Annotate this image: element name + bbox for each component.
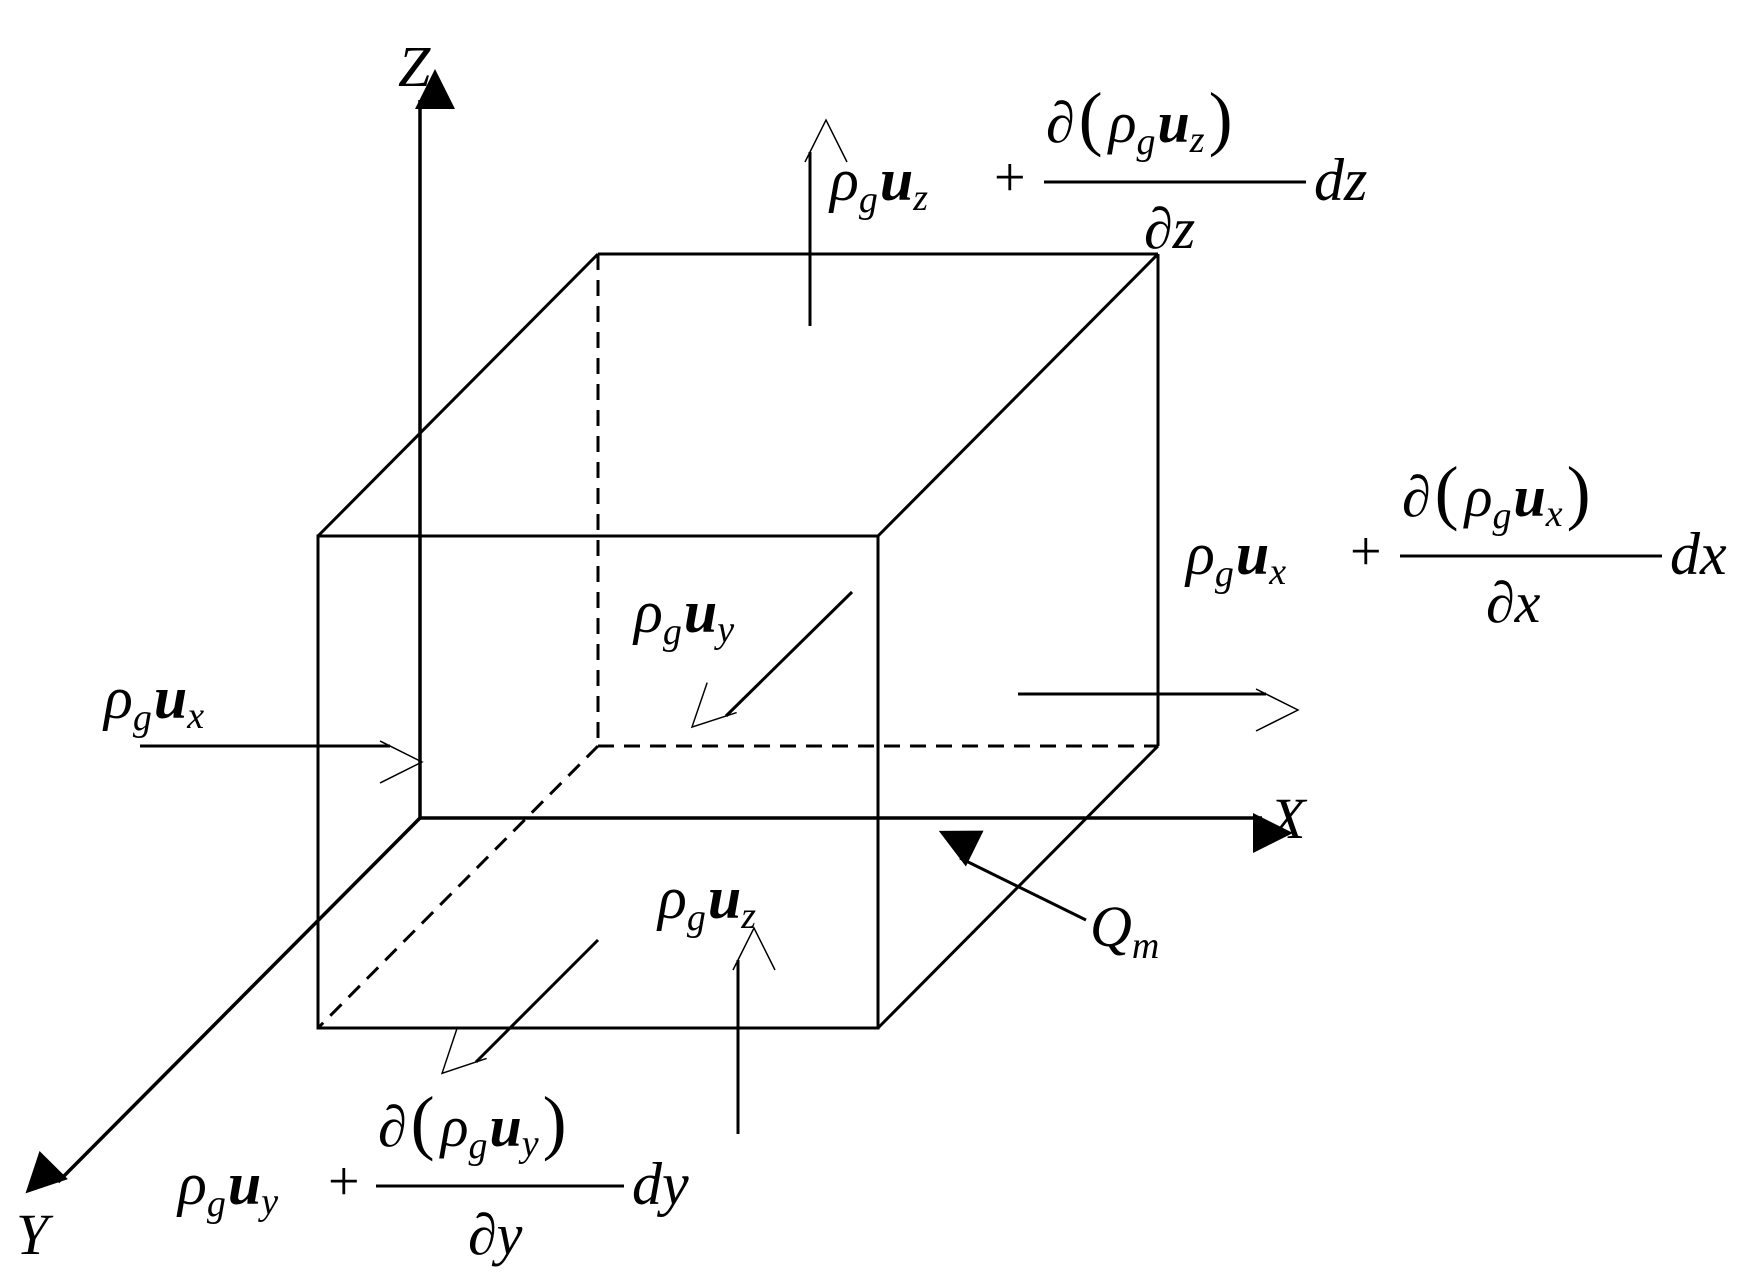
subscript-x: x xyxy=(1268,551,1286,593)
u-symbol: u xyxy=(1158,90,1190,155)
outflow-y-arrow xyxy=(440,938,600,1075)
coordinate-axes: Z X Y xyxy=(16,34,1308,1267)
differential: dy xyxy=(632,1151,689,1217)
subscript-y: y xyxy=(257,1181,278,1223)
q-symbol: Q xyxy=(1090,894,1132,959)
open-paren: ( xyxy=(1079,78,1103,158)
svg-text:ρgux: ρgux xyxy=(1184,521,1286,595)
subscript-g: g xyxy=(469,1125,488,1167)
plus-sign: + xyxy=(328,1151,360,1213)
subscript-g: g xyxy=(687,897,706,939)
subscript-x: x xyxy=(186,695,204,737)
subscript-z: z xyxy=(740,895,756,937)
y-axis-label: Y xyxy=(16,1202,54,1267)
subscript-y: y xyxy=(518,1123,539,1165)
flux-arrows xyxy=(140,118,1300,1134)
subscript-z: z xyxy=(1189,119,1205,161)
rho-symbol: ρ xyxy=(1463,464,1493,529)
u-symbol: u xyxy=(228,1151,261,1217)
u-symbol: u xyxy=(684,579,717,645)
subscript-z: z xyxy=(912,177,928,219)
svg-text:ρguy: ρguy xyxy=(176,1151,278,1225)
subscript-g: g xyxy=(859,179,878,221)
differential: dx xyxy=(1670,521,1727,587)
open-paren: ( xyxy=(411,1082,435,1162)
rho-symbol: ρ xyxy=(102,665,133,731)
rho-symbol: ρ xyxy=(828,147,859,213)
rho-symbol: ρ xyxy=(1107,90,1137,155)
svg-text:ρguz: ρguz xyxy=(656,865,756,939)
subscript-g: g xyxy=(1137,121,1156,163)
expression-outflow-y: ρguy + ∂(ρguy) ∂y dy xyxy=(176,1082,689,1267)
rho-symbol: ρ xyxy=(176,1151,207,1217)
subscript-y: y xyxy=(713,609,734,651)
z-axis-label: Z xyxy=(398,34,431,99)
open-paren: ( xyxy=(1435,452,1459,532)
svg-text:Qm: Qm xyxy=(1090,894,1159,967)
label-source-term: Qm xyxy=(1090,894,1159,967)
u-symbol: u xyxy=(708,865,741,931)
subscript-m: m xyxy=(1132,925,1159,967)
x-axis-label: X xyxy=(1268,786,1308,851)
label-inflow-x: ρgux xyxy=(102,665,204,739)
label-inflow-z: ρguz xyxy=(656,865,756,939)
denominator: ∂z xyxy=(1144,196,1195,261)
y-axis xyxy=(25,816,422,1194)
plus-sign: + xyxy=(994,147,1026,209)
cube-top-right-edge xyxy=(876,252,1160,538)
u-symbol: u xyxy=(154,665,187,731)
expression-outflow-z: ρguz + ∂(ρguz) ∂z dz xyxy=(828,78,1367,261)
u-symbol: u xyxy=(1514,464,1546,529)
u-symbol: u xyxy=(1236,521,1269,587)
denominator: ∂y xyxy=(468,1202,523,1267)
svg-text:∂(ρguy): ∂(ρguy) xyxy=(378,1082,567,1167)
partial-symbol: ∂ xyxy=(1402,464,1431,529)
svg-text:ρguy: ρguy xyxy=(632,579,734,653)
svg-text:∂(ρgux): ∂(ρgux) xyxy=(1402,452,1591,537)
u-symbol: u xyxy=(490,1094,522,1159)
cube-front-face xyxy=(316,534,880,1030)
plus-sign: + xyxy=(1350,521,1382,583)
rho-symbol: ρ xyxy=(439,1094,469,1159)
partial-symbol: ∂ xyxy=(1046,90,1075,155)
denominator: ∂x xyxy=(1486,570,1541,635)
subscript-g: g xyxy=(207,1183,226,1225)
differential: dz xyxy=(1314,147,1367,213)
close-paren: ) xyxy=(543,1082,567,1162)
rho-symbol: ρ xyxy=(632,579,663,645)
close-paren: ) xyxy=(1209,78,1233,158)
partial-symbol: ∂ xyxy=(378,1094,407,1159)
expression-outflow-x: ρgux + ∂(ρgux) ∂x dx xyxy=(1184,452,1727,635)
label-inflow-y: ρguy xyxy=(632,579,734,653)
subscript-g: g xyxy=(133,697,152,739)
rho-symbol: ρ xyxy=(1184,521,1215,587)
svg-text:∂(ρguz): ∂(ρguz) xyxy=(1046,78,1233,163)
svg-text:ρguz: ρguz xyxy=(828,147,928,221)
subscript-g: g xyxy=(1493,495,1512,537)
source-term-arrow xyxy=(938,830,1087,922)
cube-hidden-bottom-left xyxy=(316,744,600,1030)
inflow-y-arrow xyxy=(690,590,854,729)
close-paren: ) xyxy=(1567,452,1591,532)
subscript-g: g xyxy=(1215,553,1234,595)
cube-top-left-edge xyxy=(316,252,600,538)
svg-text:ρgux: ρgux xyxy=(102,665,204,739)
subscript-g: g xyxy=(663,611,682,653)
subscript-x: x xyxy=(1545,493,1563,535)
u-symbol: u xyxy=(880,147,913,213)
rho-symbol: ρ xyxy=(656,865,687,931)
